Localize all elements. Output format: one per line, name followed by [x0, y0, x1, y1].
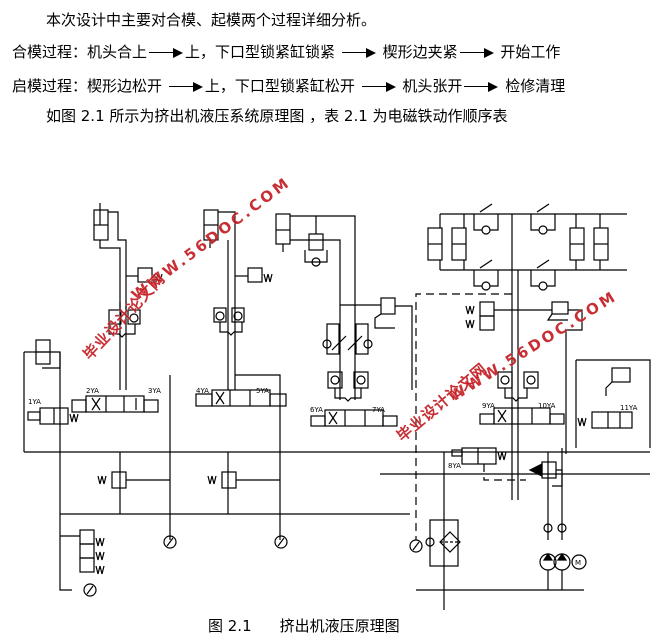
hydraulic-lock-1: [108, 302, 141, 338]
figure-number: 图 2.1: [208, 617, 252, 635]
figure-caption: 图 2.1 挤出机液压原理图: [208, 615, 400, 636]
arrow-icon: [149, 47, 184, 58]
sequence-valve-1: [97, 452, 170, 514]
solenoid-label-4ya: 4YA: [196, 387, 209, 395]
open-step-1: 楔形边松开: [87, 77, 163, 95]
hydraulic-lock-3: [327, 371, 369, 402]
directional-valve-11ya: [577, 411, 633, 429]
solenoid-label-8ya: 8YA: [448, 462, 461, 470]
pressure-switches-right: [465, 301, 552, 331]
relief-valve-right-mid: [546, 301, 583, 454]
solenoid-label-3ya: 3YA: [148, 387, 161, 395]
solenoid-label-5ya: 5YA: [256, 387, 269, 395]
directional-valve-1ya: [27, 407, 79, 425]
close-step-2: 上，下口型锁紧缸锁紧: [185, 43, 336, 61]
relief-valve-upper: [340, 297, 413, 390]
hydraulic-cylinder-2: [203, 209, 236, 390]
pressure-gauge-3: [409, 539, 423, 553]
directional-valve-2ya-3ya: [71, 395, 159, 413]
hydraulic-lock-2: [213, 307, 245, 336]
hydraulic-cylinder-3: [275, 213, 356, 400]
open-step-4: 检修清理: [505, 77, 566, 95]
directional-valve-8ya: [451, 447, 507, 465]
hydraulic-pumps: [416, 448, 584, 591]
electric-motor: M: [571, 554, 587, 570]
open-step-3: 机头张开: [402, 77, 463, 95]
arrow-icon: [459, 47, 494, 58]
close-process-line: 合模过程：机头合上 上，下口型锁紧缸锁紧 楔形边夹紧 开始工作: [12, 42, 560, 62]
arrow-icon: [361, 81, 396, 92]
sequence-valve-2: [207, 452, 280, 514]
intro-paragraph: 本次设计中主要对合模、起模两个过程详细分析。: [46, 11, 377, 29]
close-step-1: 机头合上: [87, 43, 148, 61]
pressure-switches-left: [60, 529, 105, 575]
arrow-icon: [168, 81, 203, 92]
pressure-switch-2: [235, 267, 273, 283]
open-step-2: 上，下口型锁紧缸松开: [204, 77, 355, 95]
close-step-4: 开始工作: [500, 43, 561, 61]
arrow-icon: [464, 81, 499, 92]
relief-valve-right: [576, 359, 651, 448]
throttle-check-valves-3: [322, 323, 373, 355]
pressure-gauge-2: [274, 535, 288, 549]
solenoid-label-6ya: 6YA: [310, 406, 323, 414]
open-process-line: 启模过程：楔形边松开 上，下口型锁紧缸松开 机头张开 检修清理: [12, 76, 565, 96]
dashed-control-line: [415, 293, 512, 540]
solenoid-label-10ya: 10YA: [538, 402, 556, 410]
solenoid-label-7ya: 7YA: [372, 406, 385, 414]
pressure-switch-1: [126, 267, 163, 283]
directional-valve-4ya-5ya: [195, 389, 287, 407]
pressure-gauge-1: [163, 535, 177, 549]
relief-valve-left: [23, 339, 61, 452]
figure-reference-paragraph: 如图 2.1 所示为挤出机液压系统原理图 ，表 2.1 为电磁铁动作顺序表: [46, 107, 508, 125]
filter-assembly: [425, 452, 461, 610]
relief-valve-3: [304, 216, 328, 267]
solenoid-label-11ya: 11YA: [620, 404, 638, 412]
hydraulic-schematic: 2YA 3YA 4YA 5YA: [23, 203, 651, 610]
open-process-label: 启模过程：: [12, 77, 88, 95]
pressure-gauge-4: [83, 583, 97, 597]
hydraulic-lock-4: [497, 371, 539, 402]
solenoid-label-9ya: 9YA: [482, 402, 495, 410]
close-process-label: 合模过程：: [12, 43, 88, 61]
arrow-icon: [341, 47, 376, 58]
close-step-3: 楔形边夹紧: [382, 43, 458, 61]
directional-valve-9ya-10ya: [479, 407, 565, 425]
solenoid-label-1ya: 1YA: [28, 398, 41, 406]
motor-label: M: [575, 559, 581, 567]
hydraulic-cylinder-1: [93, 203, 127, 390]
directional-valve-6ya-7ya: [310, 409, 398, 427]
figure-title: 挤出机液压原理图: [279, 617, 400, 635]
solenoid-label-2ya: 2YA: [86, 387, 99, 395]
